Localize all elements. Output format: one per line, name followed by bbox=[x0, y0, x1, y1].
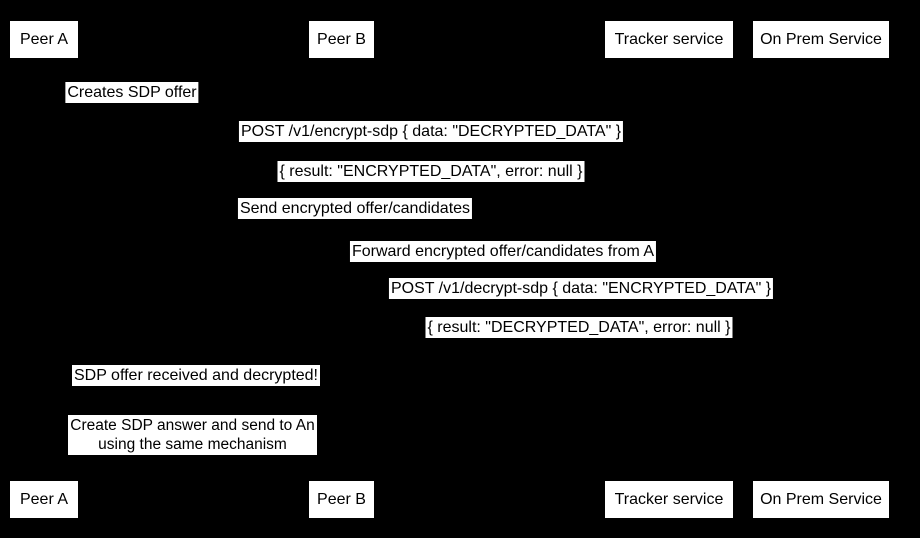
actor-tracker-service-bottom: Tracker service bbox=[605, 481, 733, 518]
note-line-1: Create SDP answer and send to An bbox=[70, 417, 315, 434]
message-sdp-offer-received: SDP offer received and decrypted! bbox=[72, 365, 320, 386]
message-post-decrypt-sdp: POST /v1/decrypt-sdp { data: "ENCRYPTED_… bbox=[388, 278, 774, 299]
actor-tracker-service-top: Tracker service bbox=[605, 21, 733, 58]
actor-peer-a-top: Peer A bbox=[10, 21, 78, 58]
message-creates-sdp-offer: Creates SDP offer bbox=[65, 82, 199, 103]
actor-on-prem-service-top: On Prem Service bbox=[753, 21, 889, 58]
actor-peer-a-bottom: Peer A bbox=[10, 481, 78, 518]
message-forward-encrypted-offer: Forward encrypted offer/candidates from … bbox=[349, 241, 657, 262]
message-encrypt-result: { result: "ENCRYPTED_DATA", error: null … bbox=[277, 161, 585, 182]
actor-peer-b-top: Peer B bbox=[309, 21, 374, 58]
note-line-2: using the same mechanism bbox=[98, 436, 287, 453]
message-send-encrypted-offer: Send encrypted offer/candidates bbox=[237, 198, 473, 219]
message-post-encrypt-sdp: POST /v1/encrypt-sdp { data: "DECRYPTED_… bbox=[238, 121, 624, 142]
actor-peer-b-bottom: Peer B bbox=[309, 481, 374, 518]
note-create-sdp-answer: Create SDP answer and send to An using t… bbox=[68, 415, 317, 455]
actor-on-prem-service-bottom: On Prem Service bbox=[753, 481, 889, 518]
message-decrypt-result: { result: "DECRYPTED_DATA", error: null … bbox=[425, 317, 733, 338]
